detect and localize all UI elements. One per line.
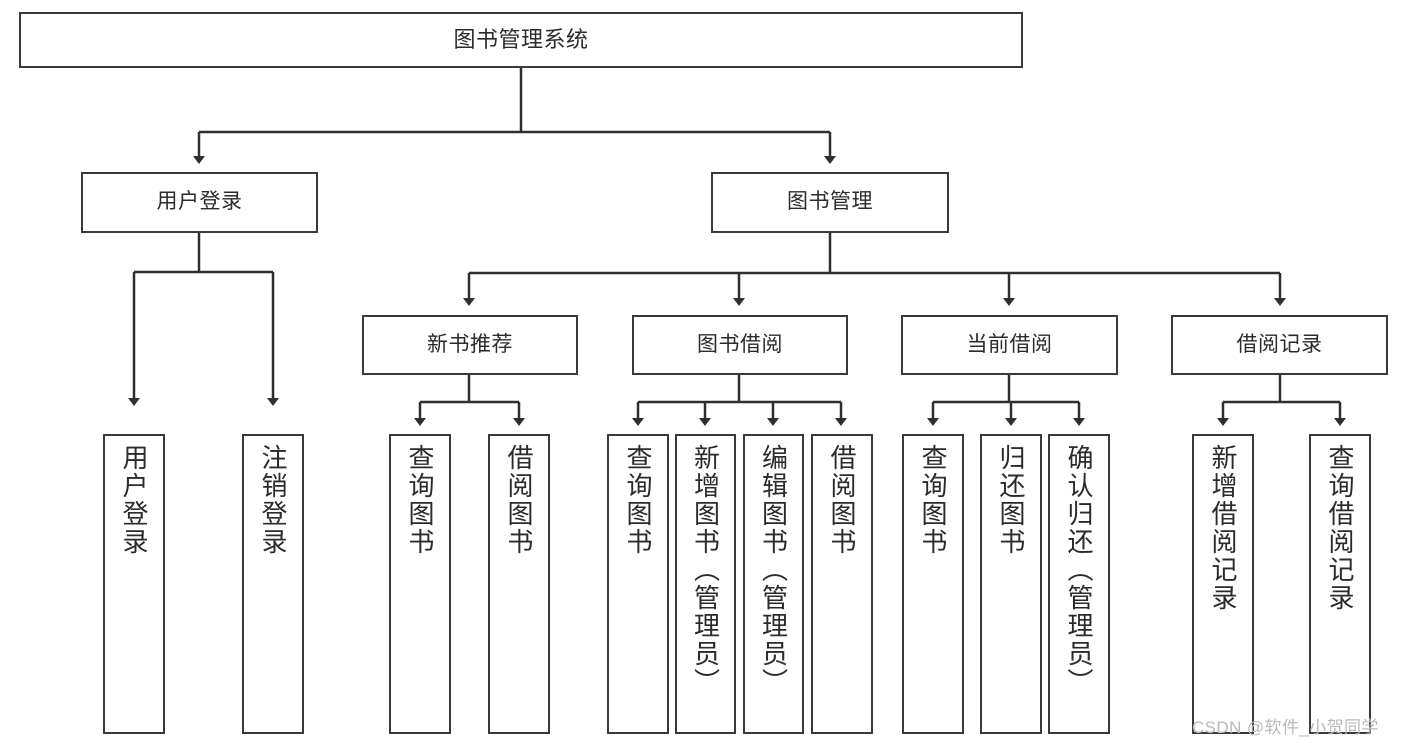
node-user-login[interactable]: 用户登录 [81,172,318,233]
node-label: 借阅图书 [504,444,534,556]
leaf-query-book-borrow[interactable]: 查询图书 [607,434,669,734]
node-label: 图书管理系统 [453,27,589,53]
node-label: 查询图书 [623,444,653,556]
node-label: 确认归还（管理员） [1064,444,1094,696]
node-label: 编辑图书（管理员） [758,444,789,696]
leaf-logout[interactable]: 注销登录 [242,434,304,734]
leaf-borrow-book[interactable]: 借阅图书 [811,434,873,734]
node-label: 用户登录 [156,190,243,214]
node-root-system[interactable]: 图书管理系统 [19,12,1023,68]
node-label: 归还图书 [996,444,1026,556]
node-label: 用户登录 [119,444,149,556]
leaf-return-book[interactable]: 归还图书 [980,434,1042,734]
node-label: 新书推荐 [427,332,513,356]
leaf-borrow-book-recommend[interactable]: 借阅图书 [488,434,550,734]
leaf-add-book-admin[interactable]: 新增图书（管理员） [675,434,736,734]
node-current-borrow[interactable]: 当前借阅 [901,315,1118,375]
node-label: 查询图书 [405,444,435,556]
node-label: 查询图书 [918,444,948,556]
leaf-query-borrow-record[interactable]: 查询借阅记录 [1309,434,1371,734]
leaf-add-borrow-record[interactable]: 新增借阅记录 [1192,434,1254,734]
leaf-query-book-current[interactable]: 查询图书 [902,434,964,734]
node-label: 当前借阅 [966,332,1053,356]
node-label: 图书管理 [787,190,873,214]
node-label: 查询借阅记录 [1325,444,1355,612]
node-borrow-records[interactable]: 借阅记录 [1171,315,1388,375]
leaf-edit-book-admin[interactable]: 编辑图书（管理员） [743,434,804,734]
node-new-book-recommend[interactable]: 新书推荐 [362,315,578,375]
node-label: 图书借阅 [697,332,783,356]
node-book-management[interactable]: 图书管理 [711,172,949,233]
leaf-confirm-return-admin[interactable]: 确认归还（管理员） [1048,434,1110,734]
node-label: 新增图书（管理员） [690,444,721,696]
node-label: 借阅记录 [1236,332,1323,356]
node-label: 借阅图书 [827,444,857,556]
node-book-borrow[interactable]: 图书借阅 [632,315,848,375]
node-label: 注销登录 [258,444,288,556]
csdn-watermark: CSDN @软件_小贺同学 [1192,718,1379,737]
leaf-user-login[interactable]: 用户登录 [103,434,165,734]
node-label: 新增借阅记录 [1208,444,1238,612]
leaf-query-book-recommend[interactable]: 查询图书 [389,434,451,734]
